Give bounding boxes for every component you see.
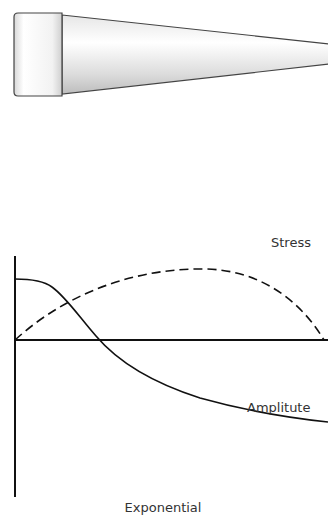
amplitude-curve <box>15 279 328 422</box>
stress-curve <box>15 269 324 340</box>
diagram-caption: Exponential <box>125 500 202 516</box>
y-axis <box>14 256 16 497</box>
curve-label: Amplitute <box>247 400 310 416</box>
curve-label: Stress <box>271 235 311 251</box>
horn-flange <box>14 13 62 96</box>
x-axis <box>14 339 328 341</box>
horn-body <box>62 15 328 94</box>
